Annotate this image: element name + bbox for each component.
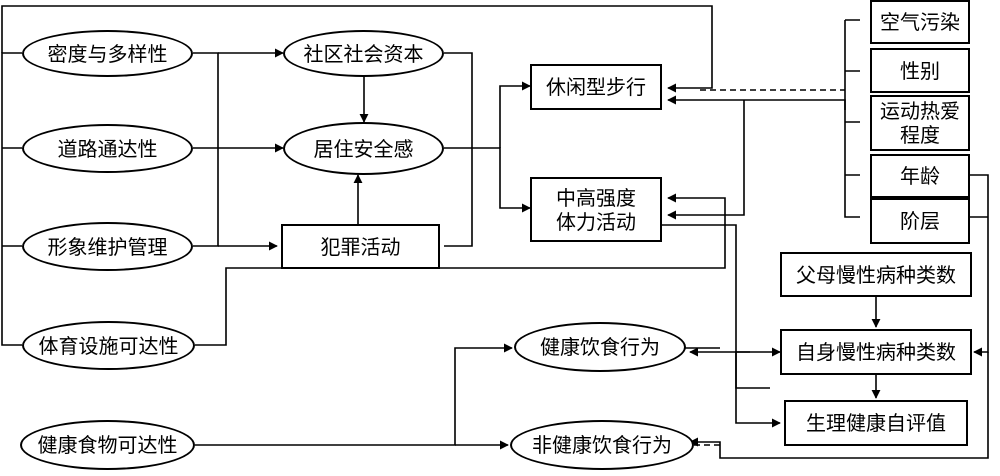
edge-chronic-back-to-diet (689, 352, 989, 459)
node-community-social-capital: 社区社会资本 (283, 30, 444, 77)
node-sports-facility-access: 体育设施可达性 (22, 321, 195, 370)
edge-sports-facility (195, 193, 726, 346)
edge-cov-to-mvpa (667, 100, 745, 220)
node-density-diversity: 密度与多样性 (22, 30, 193, 77)
node-self-rated-health: 生理健康自评值 (784, 400, 968, 446)
node-class: 阶层 (870, 198, 970, 244)
edge-to-self-chronic (735, 347, 781, 388)
edge-behaviour-bus (662, 224, 770, 389)
node-parent-chronic: 父母慢性病种类数 (780, 252, 972, 297)
edge-age-to-chronic (970, 174, 989, 357)
edge-covariates-to-walk (667, 95, 846, 110)
node-healthy-diet: 健康饮食行为 (514, 322, 686, 372)
edge-to-self-rated (735, 388, 781, 428)
node-road-connectivity: 道路通达性 (22, 124, 193, 173)
node-sport-enthusiasm: 运动热爱 程度 (870, 95, 970, 151)
node-gender: 性别 (870, 48, 970, 93)
node-age: 年龄 (870, 154, 970, 198)
edge-env-bus (1, 52, 22, 346)
edge-env-to-leisure-walk (1, 5, 713, 93)
edge-env-bus-2 (193, 52, 219, 247)
edge-covariate-bus (844, 19, 860, 218)
edge-mediator-bus (444, 52, 530, 247)
edge-to-leisure (499, 81, 531, 148)
node-self-chronic: 自身慢性病种类数 (780, 329, 972, 375)
node-leisure-walking: 休闲型步行 (530, 64, 662, 110)
node-healthy-food-access: 健康食物可达性 (20, 420, 195, 470)
node-crime-activity: 犯罪活动 (281, 224, 440, 269)
node-unhealthy-diet: 非健康饮食行为 (510, 420, 694, 470)
node-air-pollution: 空气污染 (870, 0, 970, 44)
node-image-maintenance: 形象维护管理 (22, 222, 193, 271)
node-residential-safety: 居住安全感 (283, 122, 444, 175)
edge-food-access (195, 343, 513, 446)
node-mvpa: 中高强度 体力活动 (530, 177, 662, 242)
